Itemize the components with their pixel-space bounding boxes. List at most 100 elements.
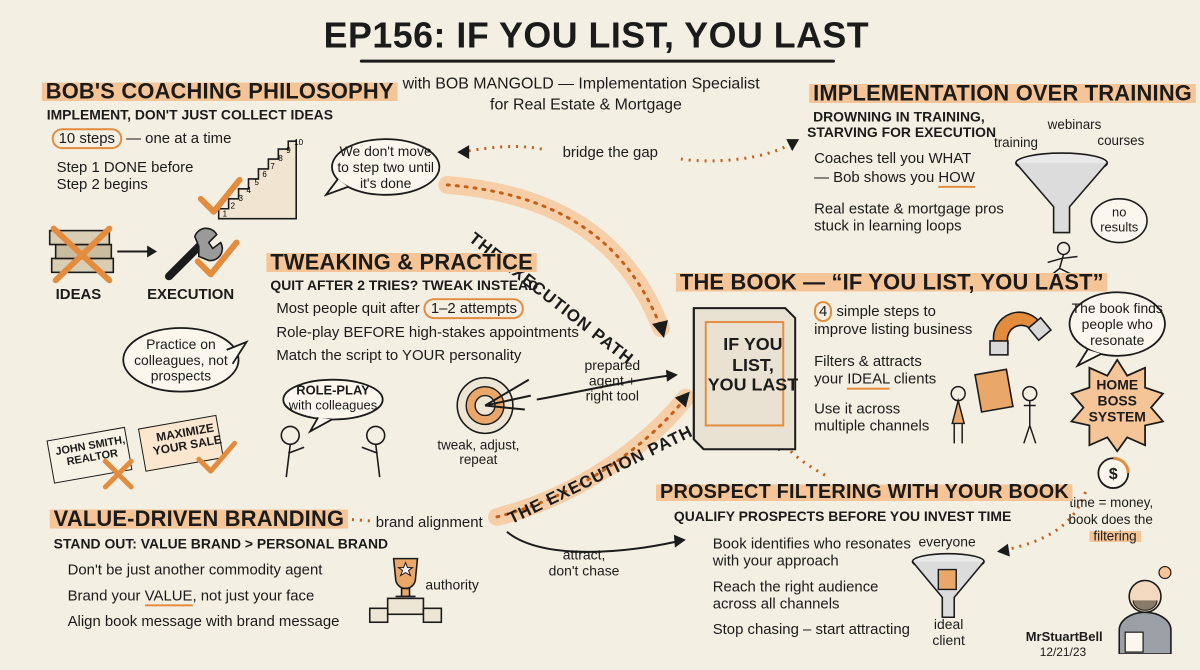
artist-avatar-icon xyxy=(1118,565,1172,655)
coaching-bubble-shape xyxy=(324,138,441,197)
branding-line-2a: Brand your xyxy=(67,587,145,605)
stair-number: 2 xyxy=(231,202,236,211)
prospect-to-book-link xyxy=(784,444,826,477)
implementation-line-1: Coaches tell you WHAT xyxy=(814,150,972,167)
stair-number: 6 xyxy=(262,170,267,179)
prospect-funnel-icon xyxy=(911,552,985,619)
attract-label: attract, don't chase xyxy=(548,546,620,579)
book-heading-text: THE BOOK — “IF YOU LIST, YOU LAST” xyxy=(675,269,1108,295)
execution-path-upper-arrowhead xyxy=(652,320,668,338)
prospect-line-2: with your approach xyxy=(712,552,839,570)
book-line-2: improve listing business xyxy=(814,321,973,338)
ideas-cross-icon xyxy=(50,225,113,284)
prospect-line-3: Reach the right audience xyxy=(712,578,879,596)
book-line-5: Use it across xyxy=(814,400,901,418)
implementation-line-2: — Bob shows you HOW xyxy=(814,168,975,188)
prospect-line-1: Book identifies who resonates xyxy=(712,535,911,553)
stair-number: 1 xyxy=(223,210,228,219)
stair-number: 7 xyxy=(270,162,275,171)
step-rule-2: Step 2 begins xyxy=(56,175,148,193)
ideas-to-execution-arrowhead xyxy=(147,245,158,258)
coaching-bubble-text: We don't move to step two until it's don… xyxy=(337,143,435,192)
book-line-1b: simple steps to xyxy=(832,303,936,321)
execution-path-upper xyxy=(445,183,663,330)
execution-label: EXECUTION xyxy=(147,286,235,304)
implementation-heading: IMPLEMENTATION OVER TRAINING xyxy=(809,80,1196,106)
branding-line-1: Don't be just another commodity agent xyxy=(67,561,323,579)
magnet-icon xyxy=(989,311,1053,356)
book-cover-title: IF YOU LIST, YOU LAST xyxy=(707,333,799,395)
book-line-1: 4 simple steps to xyxy=(814,301,936,323)
tweaking-line-1: Most people quit after 1–2 attempts xyxy=(276,298,524,320)
small-book-icon xyxy=(974,368,1014,413)
money-line-3-text: filtering xyxy=(1089,528,1141,544)
book-line-4c: clients xyxy=(889,370,937,388)
book-ideal: IDEAL xyxy=(847,370,890,390)
subtitle-line-1: with BOB MANGOLD — Implementation Specia… xyxy=(402,75,760,93)
timer-money-icon: $ xyxy=(1097,456,1130,489)
implementation-line-3: Real estate & mortgage pros xyxy=(814,200,1004,218)
implementation-line-4: stuck in learning loops xyxy=(814,217,962,235)
book-heading: THE BOOK — “IF YOU LIST, YOU LAST” xyxy=(675,269,1108,295)
execution-path-lower-glow xyxy=(488,388,695,526)
funnel-input-training: training xyxy=(993,135,1039,151)
prospect-line-4: across all channels xyxy=(712,595,840,613)
implementation-how: HOW xyxy=(938,168,975,188)
practice-bubble-text: Practice on colleagues, not prospects xyxy=(134,335,228,384)
artist-signature: MrStuartBell xyxy=(1025,629,1103,645)
home-boss-badge-shape xyxy=(1069,358,1165,453)
branding-line-2c: , not just your face xyxy=(192,587,315,605)
page-title: EP156: IF YOU LIST, YOU LAST xyxy=(323,14,870,56)
steps-rest: — one at a time xyxy=(126,130,232,148)
money-line-3: filtering xyxy=(1089,528,1141,544)
execution-checkmark-icon xyxy=(194,239,240,278)
stair-number: 3 xyxy=(239,194,244,203)
signature-date: 12/21/23 xyxy=(1039,645,1087,660)
brand-alignment-label: brand alignment xyxy=(375,513,483,531)
branding-heading-text: VALUE-DRIVEN BRANDING xyxy=(49,505,349,531)
book-bubble-shape xyxy=(1068,291,1166,368)
attempts-badge: 1–2 attempts xyxy=(423,298,524,320)
branding-heading: VALUE-DRIVEN BRANDING xyxy=(49,505,349,531)
staircase-checkmark xyxy=(197,176,243,215)
branding-line-3: Align book message with brand message xyxy=(67,613,340,631)
book-line-3: Filters & attracts xyxy=(814,352,922,370)
coaching-subheading: IMPLEMENT, DON'T JUST COLLECT IDEAS xyxy=(46,106,334,123)
prospect-funnel-bottom: ideal client xyxy=(932,616,965,648)
bridge-gap-left-link xyxy=(466,145,543,153)
bridge-gap-right-link xyxy=(680,142,791,163)
drowning-person-icon xyxy=(1047,241,1078,277)
no-results-bubble-shape xyxy=(1090,198,1148,244)
money-line-2: book does the xyxy=(1068,511,1153,527)
book-illustration xyxy=(692,307,797,451)
target-icon xyxy=(456,376,532,435)
stair-number: 5 xyxy=(254,178,259,187)
trophy-caption: authority xyxy=(425,576,479,593)
attract-arrow xyxy=(506,531,677,553)
target-caption: tweak, adjust, repeat xyxy=(437,437,520,468)
ideas-label: IDEAS xyxy=(55,286,102,304)
trophy-podium-icon xyxy=(368,557,443,624)
book-steps-badge: 4 xyxy=(814,301,833,323)
staircase-shape xyxy=(217,140,298,220)
bridge-gap-left-arrowhead xyxy=(457,145,470,160)
prospect-line-5: Stop chasing – start attracting xyxy=(712,621,910,639)
implementation-sub-2: STARVING FOR EXECUTION xyxy=(807,124,997,141)
book-line-4a: your xyxy=(814,370,848,388)
subtitle-line-2: for Real Estate & Mortgage xyxy=(490,96,682,114)
tweaking-line-2: Role-play BEFORE high-stakes appointment… xyxy=(276,324,579,341)
book-line-4: your IDEAL clients xyxy=(814,370,937,390)
execution-path-lower-arrowhead xyxy=(674,391,690,408)
roleplay-bubble-shape xyxy=(282,378,384,434)
tweaking-heading-text: TWEAKING & PRACTICE xyxy=(266,249,537,275)
target-to-book-arrowhead xyxy=(665,369,678,382)
stair-number: 10 xyxy=(294,138,303,147)
people-attracted-icon xyxy=(950,385,1038,444)
target-to-book-arrow xyxy=(536,374,669,401)
tweaking-heading: TWEAKING & PRACTICE xyxy=(266,249,537,275)
ideas-books-icon xyxy=(48,225,115,284)
roleplay-bubble-line-1: ROLE-PLAY xyxy=(296,382,370,398)
